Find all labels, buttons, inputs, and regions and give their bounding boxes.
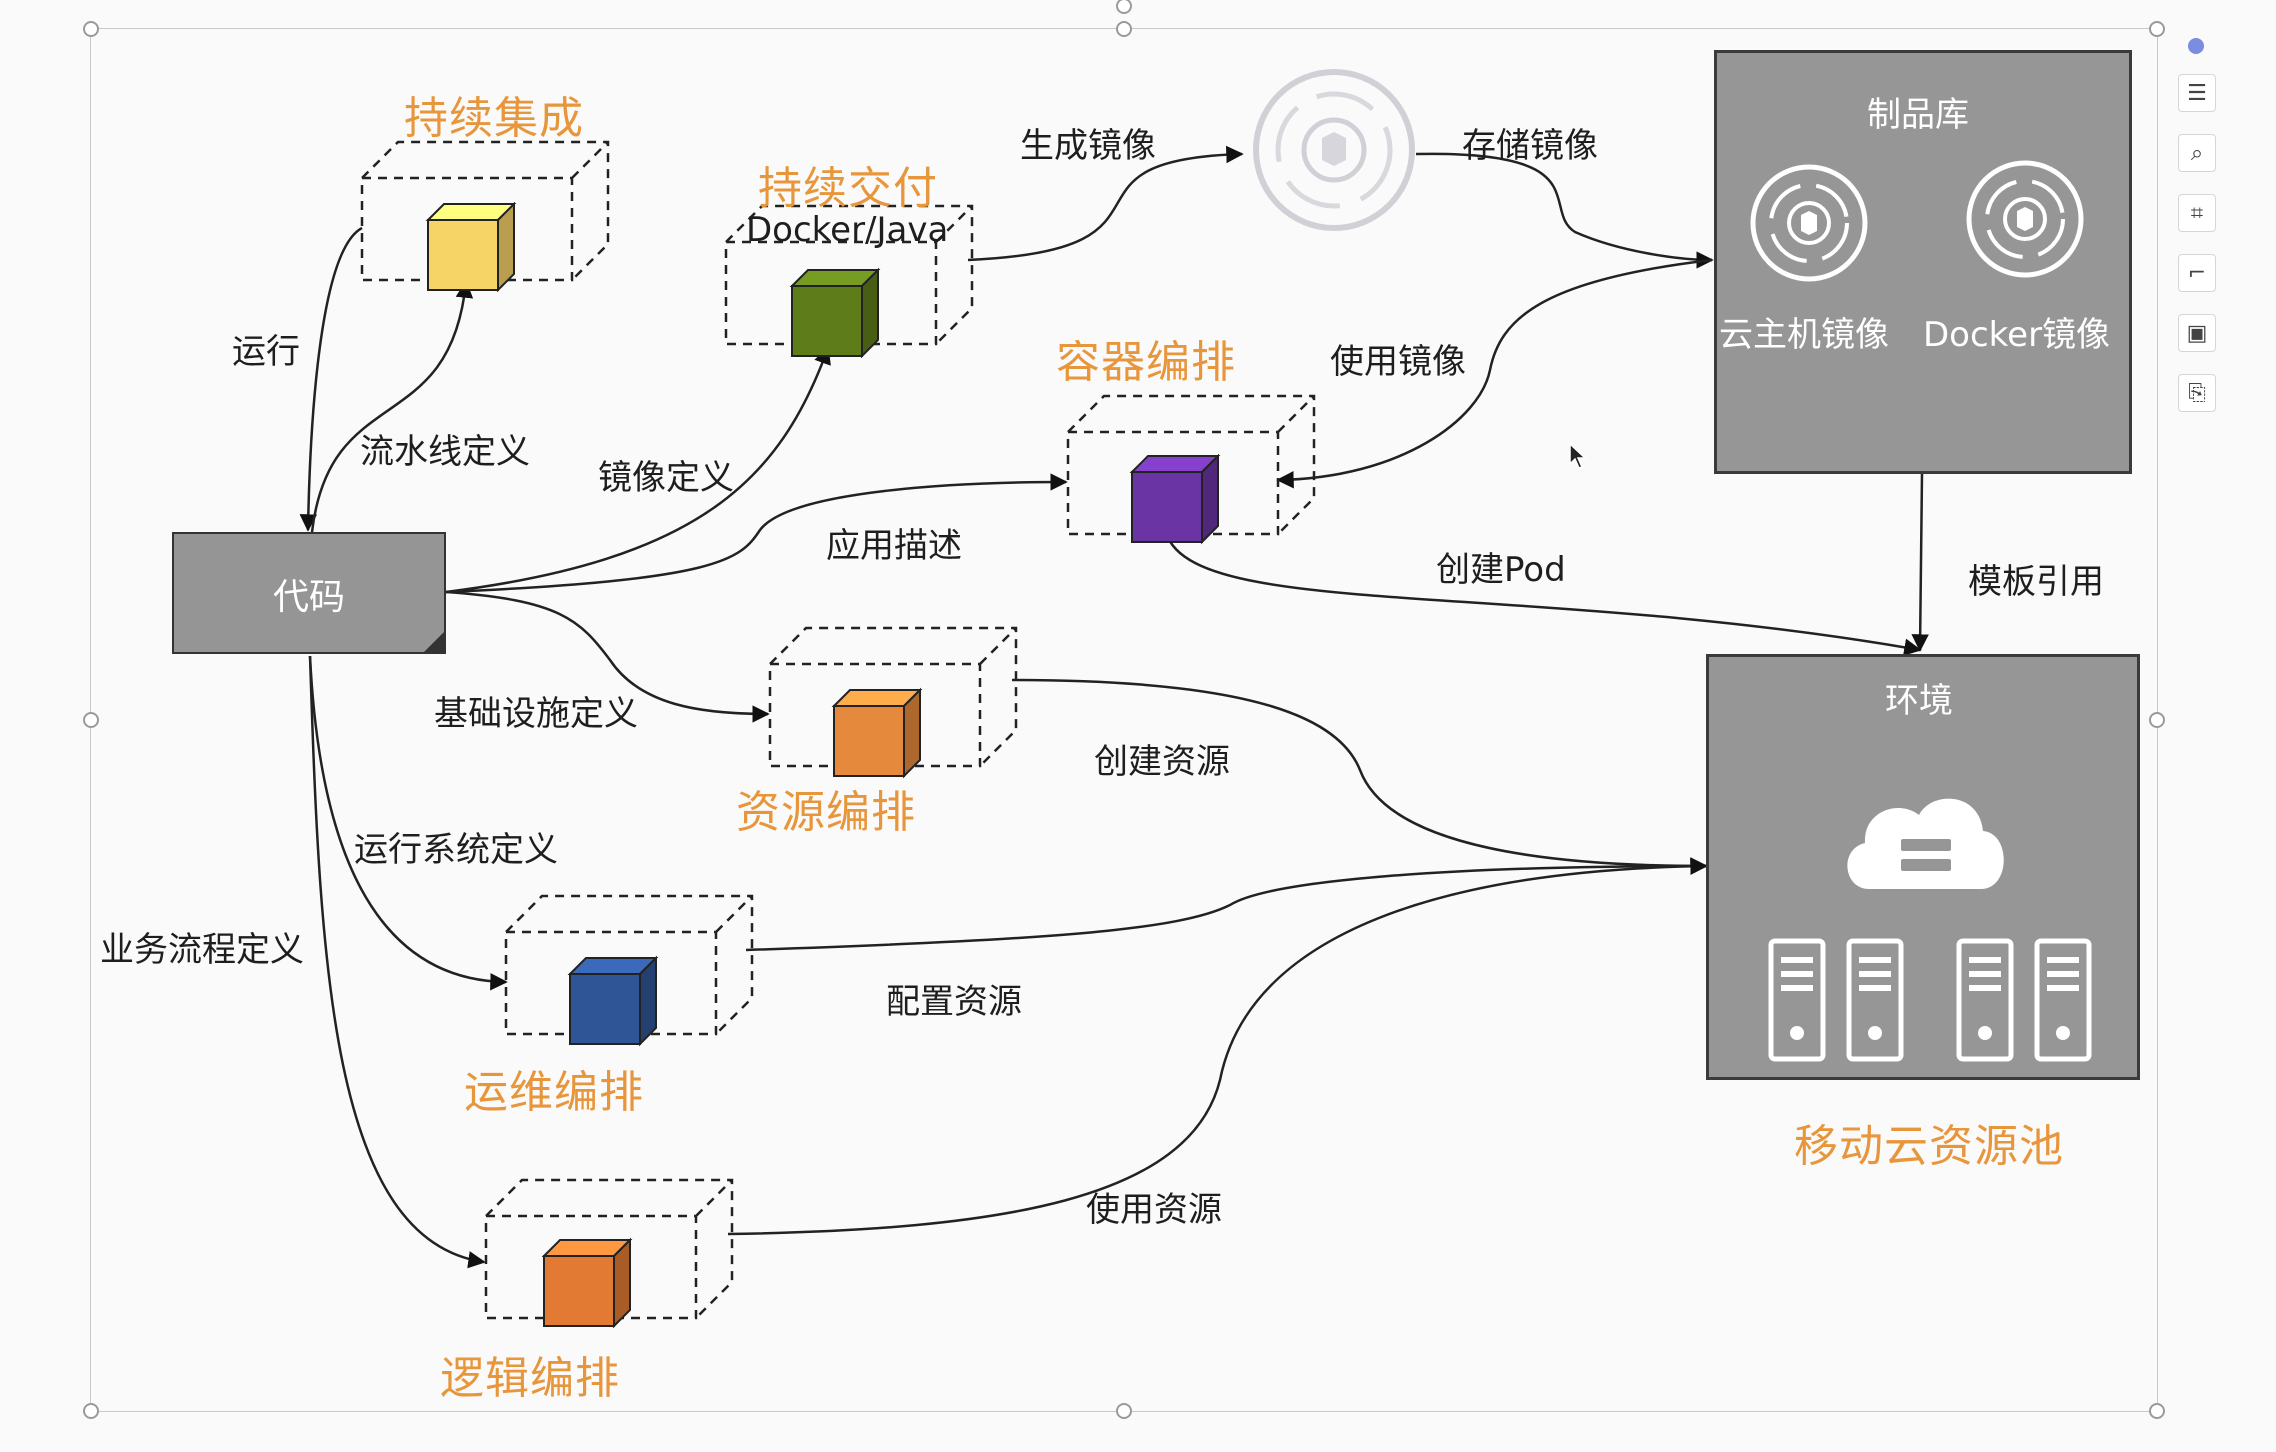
vm-image-icon — [1750, 164, 1868, 282]
logic-frame — [484, 1178, 734, 1320]
resize-handle-bl[interactable] — [83, 1403, 99, 1419]
edge-label-biz-def: 业务流程定义 — [100, 930, 304, 970]
code-node[interactable]: 代码 — [172, 532, 446, 654]
registry-icon — [1253, 69, 1415, 231]
resize-handle-tm[interactable] — [1116, 21, 1132, 37]
resource-cube — [831, 687, 923, 779]
environment-title: 环境 — [1885, 681, 1953, 721]
edge-biz-def — [308, 655, 486, 1269]
code-node-fold — [424, 632, 444, 652]
edge-app-desc — [445, 473, 1068, 594]
edge-create-pod — [1164, 531, 1922, 656]
resource-title: 资源编排 — [736, 787, 916, 838]
connectors — [299, 145, 1929, 1269]
cubes — [425, 201, 1221, 1329]
list-icon[interactable]: ☰ — [2178, 74, 2216, 112]
resource-frame — [768, 626, 1018, 768]
resize-handle-tr[interactable] — [2149, 21, 2165, 37]
logic-title: 逻辑编排 — [440, 1353, 620, 1404]
ops-frame — [504, 894, 754, 1036]
zoom-icon[interactable]: ⌕ — [2178, 134, 2216, 172]
edge-store-image — [1415, 152, 1714, 269]
resize-handle-br[interactable] — [2149, 1403, 2165, 1419]
edge-label-use-image: 使用镜像 — [1330, 342, 1466, 382]
edge-label-app-desc: 应用描述 — [826, 526, 962, 566]
cd-frame — [724, 204, 974, 346]
format-painter-icon[interactable]: ⌐ — [2178, 254, 2216, 292]
docker-image-label: Docker镜像 — [1923, 315, 2111, 355]
resize-handle-bm[interactable] — [1116, 1403, 1132, 1419]
rotate-handle[interactable] — [1116, 0, 1132, 14]
edge-label-create-pod: 创建Pod — [1436, 550, 1566, 590]
ci-frame — [360, 140, 610, 282]
edge-label-use-res: 使用资源 — [1086, 1190, 1222, 1230]
servers-icon — [1768, 938, 2092, 1062]
ci-title: 持续集成 — [404, 93, 584, 144]
environment-caption: 移动云资源池 — [1794, 1121, 2064, 1172]
edge-use-image — [1276, 258, 1713, 489]
pointer-cursor-icon — [1569, 442, 1587, 469]
edge-label-store-image: 存储镜像 — [1462, 126, 1598, 166]
environment-panel[interactable]: 环境 — [1706, 654, 2140, 1080]
edge-template-ref — [1911, 473, 1929, 652]
edge-runtime-def — [308, 655, 508, 991]
docker-image-icon — [1966, 160, 2084, 278]
vm-image-label: 云主机镜像 — [1719, 315, 1889, 355]
container-frame — [1066, 394, 1316, 536]
code-node-label: 代码 — [272, 577, 345, 618]
ops-title: 运维编排 — [464, 1067, 644, 1118]
edge-config-res — [745, 857, 1708, 952]
ci-cube — [425, 201, 517, 293]
edge-create-res — [1011, 678, 1708, 875]
edge-label-pipeline-def: 流水线定义 — [360, 432, 530, 472]
crop-icon[interactable]: ⌗ — [2178, 194, 2216, 232]
resize-handle-ml[interactable] — [83, 712, 99, 728]
edge-use-res — [727, 857, 1708, 1236]
edge-pipeline-def — [310, 280, 474, 533]
edge-label-image-def: 镜像定义 — [598, 458, 734, 498]
edge-label-run: 运行 — [232, 332, 300, 372]
edge-label-gen-image: 生成镜像 — [1020, 126, 1156, 166]
dashed-frames — [360, 140, 1316, 1320]
edge-infra-def — [445, 590, 770, 723]
edge-run — [299, 226, 363, 532]
container-title: 容器编排 — [1056, 337, 1236, 388]
artifact-repo-title: 制品库 — [1867, 95, 1969, 135]
edge-label-infra-def: 基础设施定义 — [434, 694, 638, 734]
logic-cube — [541, 1237, 633, 1329]
container-cube — [1129, 453, 1221, 545]
edge-gen-image — [967, 145, 1244, 262]
cd-subtitle: Docker/Java — [746, 210, 949, 250]
resize-handle-mr[interactable] — [2149, 712, 2165, 728]
cd-cube — [789, 267, 881, 359]
edge-label-create-res: 创建资源 — [1094, 742, 1230, 782]
edge-label-runtime-def: 运行系统定义 — [354, 830, 558, 870]
resize-handle-tl[interactable] — [83, 21, 99, 37]
edge-label-config-res: 配置资源 — [886, 982, 1022, 1022]
edge-label-template-ref: 模板引用 — [1968, 562, 2104, 602]
ops-cube — [567, 955, 659, 1047]
floating-toolbar: ☰ ⌕ ⌗ ⌐ ▣ ⎘ — [2176, 30, 2220, 412]
minus-circle-icon[interactable] — [2188, 38, 2204, 54]
export-icon[interactable]: ⎘ — [2178, 374, 2216, 412]
image-icon[interactable]: ▣ — [2178, 314, 2216, 352]
cd-title: 持续交付 — [758, 163, 938, 214]
edge-image-def — [445, 346, 831, 594]
artifact-repo-panel[interactable]: 制品库 云主机镜像 Docker镜像 — [1714, 50, 2132, 474]
cloud-server-icon — [1847, 798, 2004, 889]
